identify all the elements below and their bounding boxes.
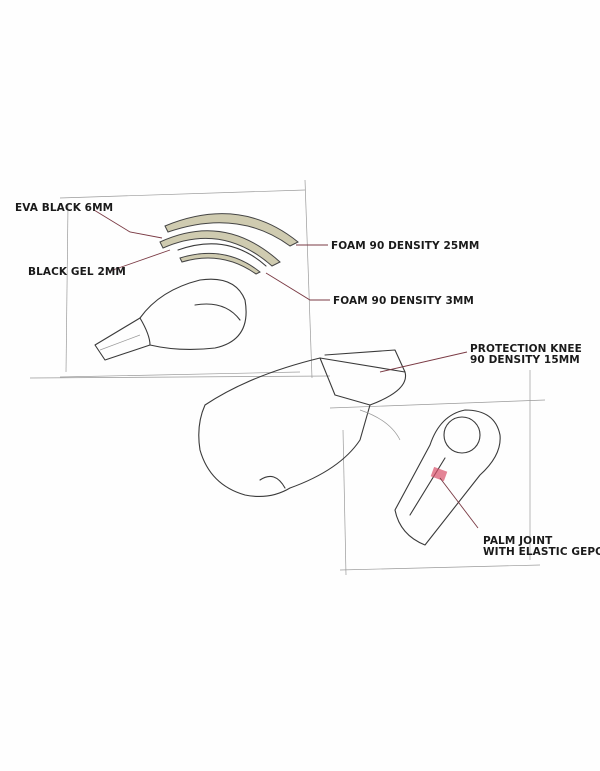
- palm-joint-highlight: [430, 466, 448, 482]
- main-glove-sketch: [198, 349, 407, 497]
- padding-layers: [159, 213, 299, 275]
- palm-glove-sketch: [394, 409, 501, 546]
- label-protection-knee-1: PROTECTION KNEE: [470, 343, 582, 355]
- frame-lines: [29, 179, 546, 576]
- label-foam-3mm: FOAM 90 DENSITY 3MM: [333, 295, 474, 307]
- label-black-gel: BLACK GEL 2MM: [28, 266, 126, 278]
- label-palm-joint-2: WITH ELASTIC GEPO: [483, 546, 600, 558]
- side-glove-sketch: [94, 278, 247, 361]
- label-foam-25mm: FOAM 90 DENSITY 25MM: [331, 240, 479, 252]
- label-eva-black: EVA BLACK 6MM: [15, 202, 113, 214]
- leader-lines: [93, 209, 479, 529]
- label-protection-knee-2: 90 DENSITY 15MM: [470, 354, 580, 366]
- label-palm-joint-1: PALM JOINT: [483, 535, 553, 547]
